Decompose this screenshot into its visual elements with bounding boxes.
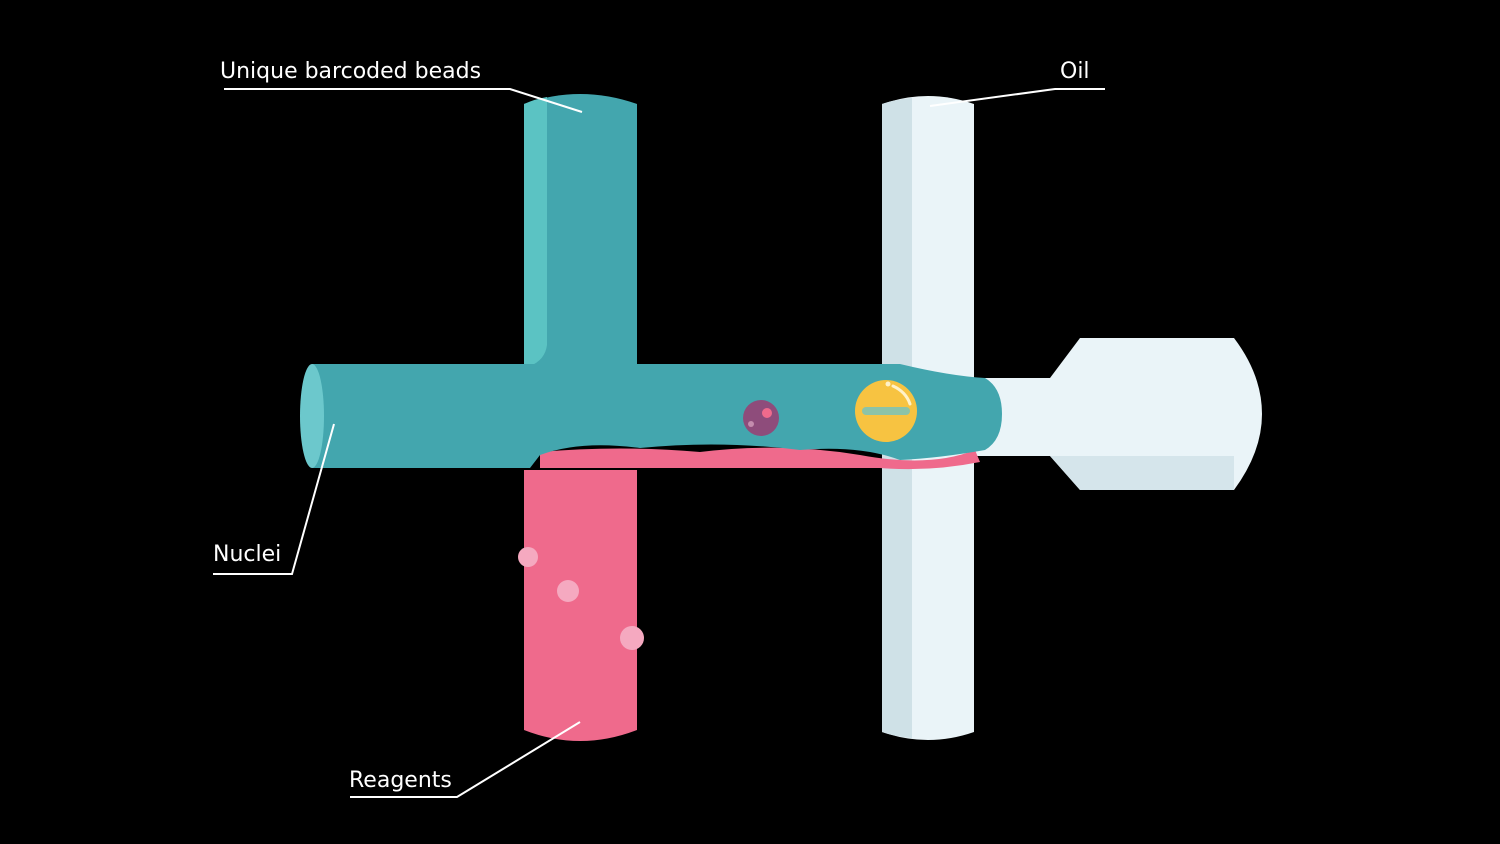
nuclei-label: Nuclei (213, 542, 281, 567)
outlet-channel (960, 338, 1262, 490)
reagents-channel (518, 447, 980, 741)
nucleus-particle (743, 400, 779, 436)
beads-channel (524, 94, 637, 368)
nuclei-channel (300, 364, 1002, 468)
reagents-leader-line (350, 721, 581, 798)
reagent-droplet (620, 626, 644, 650)
nuclei-inlet (300, 364, 324, 468)
reagents-label: Reagents (349, 768, 452, 793)
beads-leader-line (224, 88, 583, 113)
reagent-droplet (557, 580, 579, 602)
oil-leader-line (929, 88, 1105, 107)
nuclei-leader-line (213, 423, 335, 575)
oil-label: Oil (1060, 59, 1090, 84)
barcoded-bead (855, 380, 917, 442)
beads-label: Unique barcoded beads (220, 59, 481, 84)
reagent-droplet (518, 547, 538, 567)
